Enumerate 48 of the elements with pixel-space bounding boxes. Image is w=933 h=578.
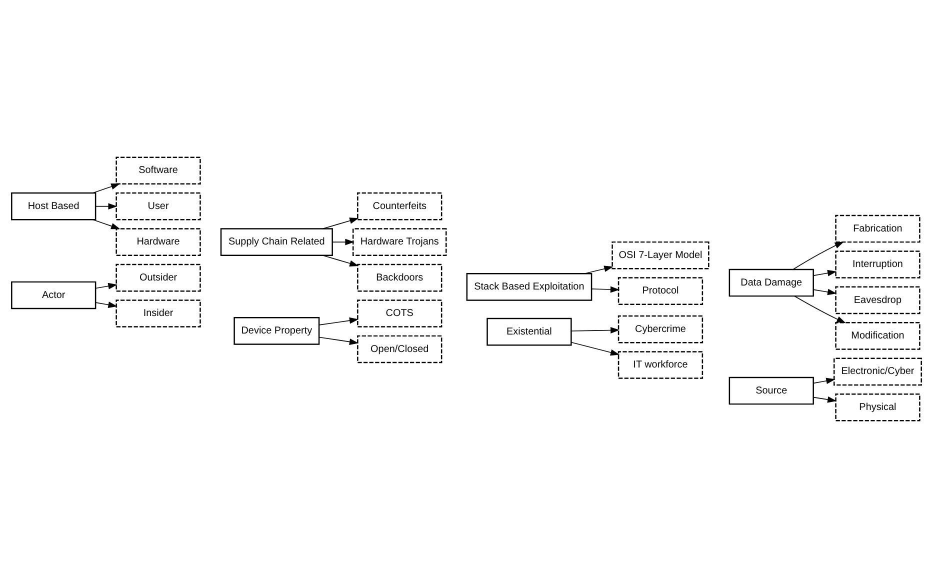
node-box: Backdoors	[357, 264, 442, 292]
node-box: Host Based	[11, 192, 96, 220]
node-box: Electronic/Cyber	[834, 358, 922, 386]
node-box: Supply Chain Related	[220, 228, 333, 256]
arrow	[318, 336, 359, 345]
arrow	[591, 286, 620, 293]
node-box: COTS	[357, 300, 442, 328]
arrow	[813, 378, 836, 384]
node-box: Software	[116, 156, 201, 185]
node-box: User	[116, 192, 201, 220]
arrow	[95, 282, 118, 290]
node-box: Actor	[11, 281, 96, 310]
arrow	[813, 396, 837, 403]
arrow	[95, 203, 118, 210]
node-box: Existential	[486, 318, 572, 346]
arrow	[571, 327, 620, 334]
arrow	[332, 238, 354, 246]
arrow	[95, 302, 118, 308]
node-box: Interruption	[835, 250, 920, 278]
node-box: Stack Based Exploitation	[466, 273, 592, 301]
node-box: Eavesdrop	[835, 286, 920, 314]
arrow	[571, 342, 620, 356]
node-box: Fabrication	[835, 214, 920, 243]
node-box: Protocol	[618, 277, 704, 305]
arrow	[813, 270, 837, 276]
arrow	[92, 219, 120, 230]
node-box: Modification	[835, 322, 920, 350]
node-box: Physical	[835, 393, 920, 422]
arrow	[794, 296, 846, 324]
node-box: Outsider	[116, 264, 201, 292]
node-box: Counterfeits	[357, 192, 442, 220]
node-box: Source	[728, 376, 814, 405]
arrow	[322, 218, 359, 230]
arrow	[584, 266, 614, 274]
node-box: Device Property	[234, 317, 320, 345]
node-box: Hardware	[116, 228, 201, 256]
node-box: IT workforce	[618, 351, 704, 379]
arrow	[322, 254, 359, 266]
arrow	[92, 184, 120, 194]
arrow	[792, 242, 844, 270]
node-box: Data Damage	[728, 268, 814, 297]
arrow	[813, 288, 837, 296]
node-box: Insider	[116, 300, 201, 328]
node-box: Open/Closed	[357, 335, 442, 364]
node-box: Cybercrime	[618, 315, 704, 344]
arrow	[318, 317, 359, 326]
node-box: OSI 7-Layer Model	[612, 241, 710, 270]
node-box: Hardware Trojans	[352, 228, 447, 256]
